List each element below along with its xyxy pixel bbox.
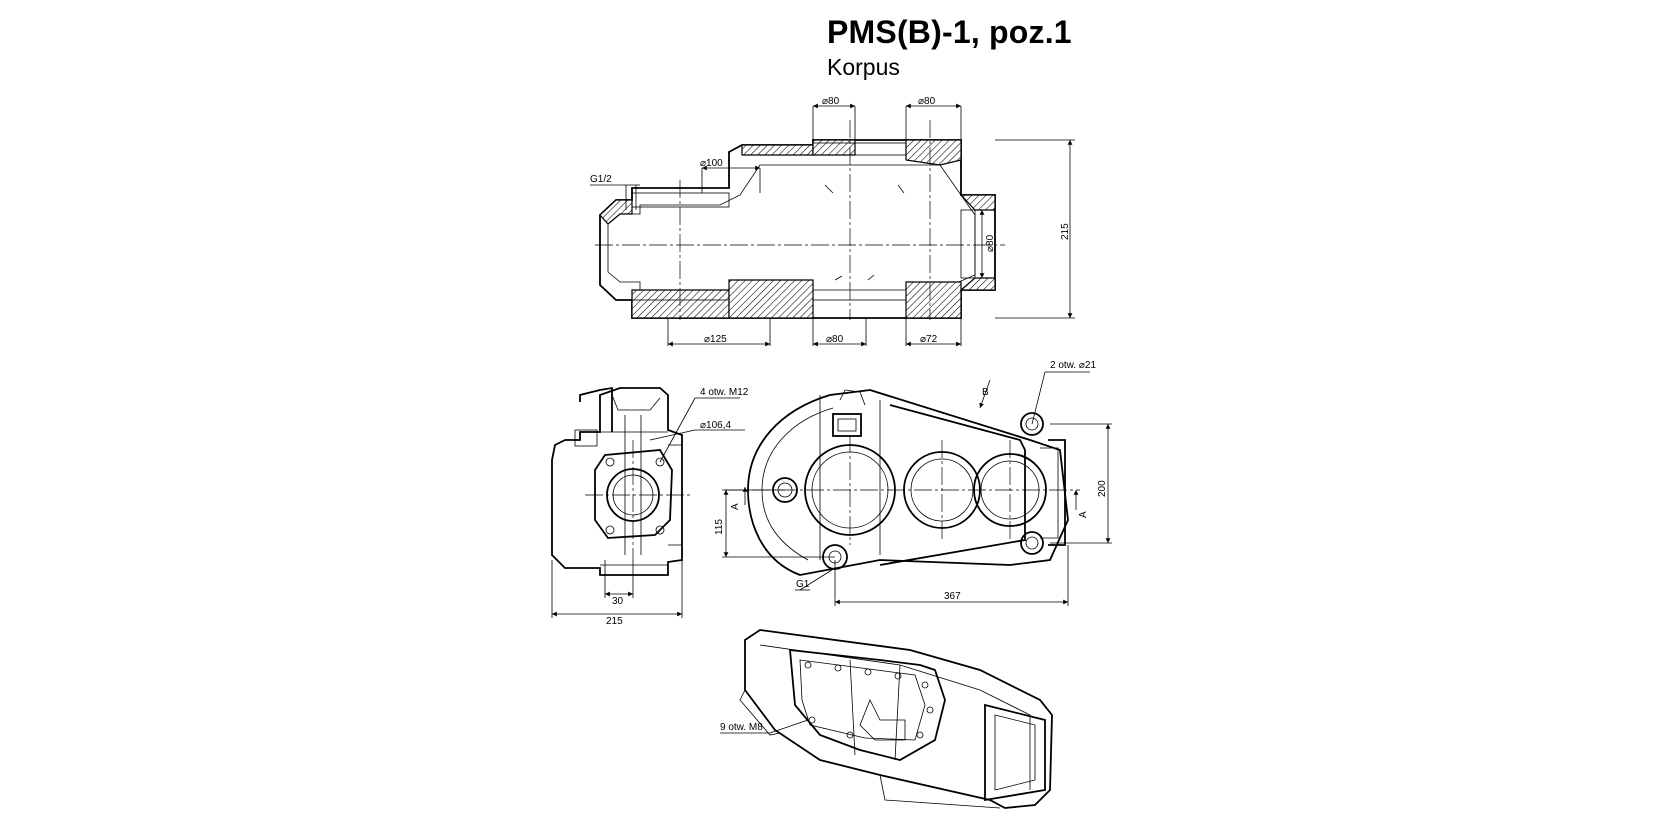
drawing-subtitle: Korpus [827,54,900,80]
dim-h200: 200 [1097,480,1108,497]
dim-holes-m8: 9 otw. M8 [720,722,763,733]
dim-d80-top-left: ⌀80 [822,96,840,107]
dim-w30: 30 [612,596,624,607]
front-view: 2 otw. ⌀21 B A A 115 200 G1 367 [714,360,1112,606]
dim-d100: ⌀100 [700,158,723,169]
dim-g1: G1 [796,579,810,590]
dim-d106: ⌀106,4 [700,420,731,431]
dim-d80-bottom: ⌀80 [826,334,844,345]
dim-d80-top-right: ⌀80 [918,96,936,107]
dim-d72: ⌀72 [920,334,938,345]
top-section-view: ⌀80 ⌀80 ⌀100 G1/2 ⌀80 215 ⌀125 ⌀80 ⌀72 [590,96,1075,347]
section-a-right-label: A [1078,511,1089,518]
dim-holes-m12: 4 otw. M12 [700,387,749,398]
isometric-view: 9 otw. M8 [720,629,1053,809]
dim-d125: ⌀125 [704,334,727,345]
view-b-label: B [982,387,989,398]
dim-h215: 215 [1060,223,1071,240]
dim-w367: 367 [944,591,961,602]
dim-h115: 115 [714,519,725,535]
left-side-view: 4 otw. M12 ⌀106,4 30 215 [551,386,749,627]
dim-holes-d21: 2 otw. ⌀21 [1050,360,1096,371]
section-a-left-label: A [730,503,741,510]
drawing-title: PMS(B)-1, poz.1 [827,14,1072,50]
dim-w215: 215 [606,616,623,627]
dim-g12: G1/2 [590,174,612,185]
dim-d80-side: ⌀80 [985,234,996,252]
